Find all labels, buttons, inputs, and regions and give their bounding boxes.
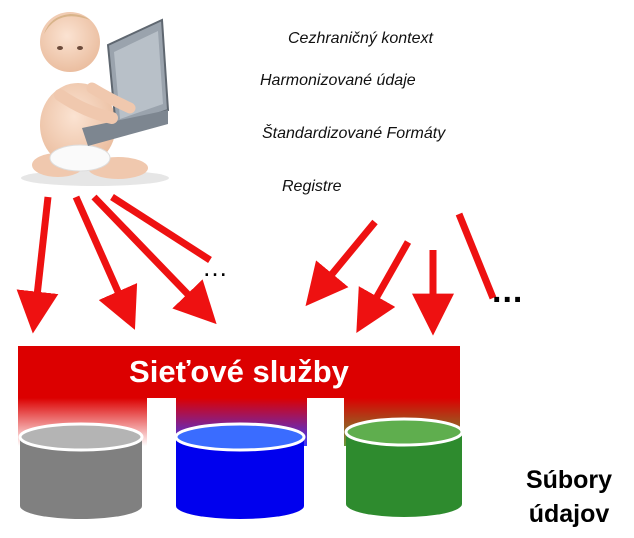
datasets-label-line2: údajov bbox=[528, 500, 610, 528]
context-label: Štandardizované Formáty bbox=[262, 125, 446, 142]
ellipsis-right: ... bbox=[492, 272, 524, 310]
context-label: Cezhraničný kontext bbox=[288, 30, 433, 47]
context-label: Registre bbox=[282, 178, 342, 195]
arrows-from-user bbox=[16, 194, 217, 334]
ellipsis-left: … bbox=[202, 252, 230, 282]
blue-database-icon bbox=[174, 422, 306, 519]
arrow bbox=[110, 194, 212, 263]
arrow bbox=[72, 195, 138, 330]
gray-database-icon bbox=[18, 422, 144, 519]
baby-with-laptop-icon bbox=[21, 12, 170, 186]
network-services-banner: Sieťové služby bbox=[18, 346, 460, 398]
arrow bbox=[305, 219, 378, 307]
arrow bbox=[356, 240, 412, 334]
arrows-from-context bbox=[305, 212, 497, 336]
datasets-label-line1: Súbory bbox=[525, 466, 613, 494]
context-label: Harmonizované údaje bbox=[260, 72, 416, 89]
arrow bbox=[16, 196, 59, 334]
arrow bbox=[455, 212, 497, 300]
arrow bbox=[91, 194, 217, 325]
green-database-icon bbox=[344, 417, 464, 517]
